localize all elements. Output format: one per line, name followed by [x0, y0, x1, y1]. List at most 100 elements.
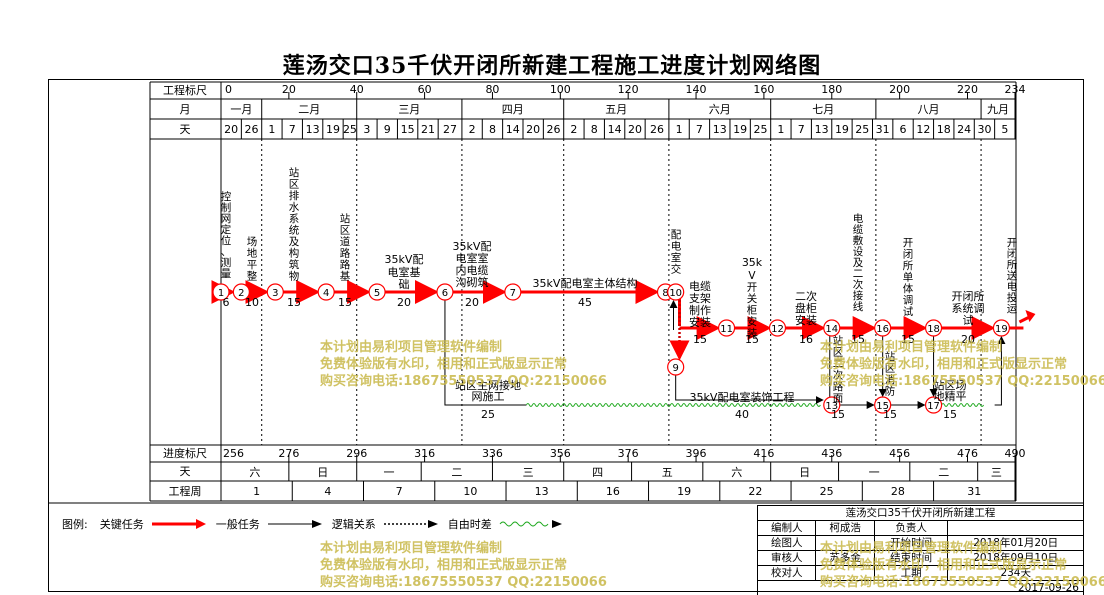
node-circle	[768, 319, 787, 337]
node-circle	[667, 283, 685, 301]
month-label: 八月	[917, 103, 939, 116]
month-label: 九月	[987, 103, 1009, 116]
task-label: 场地平整	[247, 235, 258, 283]
day-label: 14	[506, 123, 520, 136]
legend-logic-arrow	[383, 520, 438, 528]
weekday-label: 三	[991, 466, 1002, 479]
task-duration: 20	[465, 296, 479, 309]
progress-tick-label: 376	[618, 447, 639, 460]
day-label: 25	[754, 123, 768, 136]
task-label: 电缆	[689, 280, 711, 293]
weekday-label: 日	[317, 466, 328, 479]
info-cell: 编制人	[756, 520, 817, 536]
scale-tick-label: 160	[753, 83, 774, 96]
day-label: 1	[777, 123, 784, 136]
task-duration: 20	[961, 333, 975, 346]
scale-tick-label: 140	[686, 83, 707, 96]
scale-tick-label: 0	[225, 83, 232, 96]
task-duration: 16	[799, 333, 813, 346]
task-duration: 15	[883, 408, 897, 421]
task-label: 35kV配	[453, 240, 492, 253]
info-box: 莲汤交口35千伏开闭所新建工程 编制人 柯成浩 负责人 绘图人 开始时间 201…	[756, 505, 1084, 595]
task-label: 电室室	[456, 251, 489, 265]
node-label: 8	[662, 288, 668, 299]
node-label: 1	[218, 288, 224, 299]
day-label: 1	[676, 123, 683, 136]
task-duration: 20	[397, 296, 411, 309]
legend-normal-label: 一般任务	[215, 518, 260, 531]
day-label: 26	[650, 123, 664, 136]
row-label-week: 工程周	[169, 485, 202, 498]
day-label: 9	[384, 123, 391, 136]
day-label: 7	[798, 123, 805, 136]
row-label-progress: 进度标尺	[163, 446, 207, 460]
weekday-label: 二	[451, 466, 462, 479]
month-label: 一月	[230, 103, 252, 116]
task-label: 站区排水系统及构筑物	[289, 166, 300, 283]
day-label: 31	[876, 123, 890, 136]
node-label: 5	[374, 288, 380, 299]
task-duration: 15	[851, 333, 865, 346]
task-label: 配电室交	[671, 229, 682, 276]
progress-tick-label: 416	[753, 447, 774, 460]
node-circle	[874, 319, 892, 337]
watermark: 本计划由易利项目管理软件编制免费体验版有水印，相用和正式版显示正常购买咨询电话:…	[320, 340, 607, 389]
chart-frame	[48, 79, 1084, 592]
task-label: 础	[399, 278, 410, 291]
page-title: 莲汤交口35千伏开闭所新建工程施工进度计划网络图	[282, 53, 822, 79]
scale-tick-label: 120	[618, 83, 639, 96]
weekday-label: 六	[249, 466, 260, 479]
info-cell: 234天	[947, 565, 1084, 581]
week-label: 7	[396, 485, 403, 498]
day-label: 26	[547, 123, 561, 136]
task-duration: 15	[943, 408, 957, 421]
task-label: 系统调	[952, 302, 985, 315]
task-label: 35kV配电室装饰工程	[690, 390, 795, 404]
month-label: 二月	[298, 103, 320, 116]
progress-tick-label: 490	[1005, 447, 1026, 460]
scale-tick-label: 20	[282, 83, 296, 96]
task-duration: 40	[735, 408, 749, 421]
weekday-label: 五	[662, 466, 673, 479]
info-cell: 绘图人	[756, 535, 817, 551]
task-label: 开闭所送电投运	[1007, 237, 1018, 315]
node-circle	[436, 283, 454, 301]
month-label: 六月	[709, 103, 731, 116]
node-circle	[924, 319, 943, 337]
progress-tick-label: 316	[414, 447, 435, 460]
info-cell: 柯成浩	[815, 520, 875, 536]
node-label: 3	[272, 288, 278, 299]
day-label: 7	[696, 123, 703, 136]
week-label: 28	[891, 485, 905, 498]
node-label: 6	[442, 288, 448, 299]
weekday-label: 一	[383, 466, 394, 479]
progress-tick-label: 256	[223, 447, 244, 460]
task-label: 内电缆	[456, 263, 489, 277]
day-label: 25	[343, 123, 357, 136]
info-date: 2017-09-26	[757, 580, 1084, 595]
legend-label: 图例:	[62, 518, 88, 531]
month-label: 四月	[502, 103, 524, 116]
day-label: 20	[526, 123, 540, 136]
day-label: 13	[815, 123, 829, 136]
day-label: 26	[245, 123, 259, 136]
day-label: 2	[570, 123, 577, 136]
task-label: 站区场	[934, 378, 967, 392]
task-label: 支架	[689, 292, 711, 305]
node-circle	[874, 396, 892, 414]
scale-tick-label: 180	[821, 83, 842, 96]
legend-logic-label: 逻辑关系	[331, 518, 376, 531]
watermark: 本计划由易利项目管理软件编制免费体验版有水印，相用和正式版显示正常购买咨询电话:…	[820, 541, 1104, 590]
node-label: 10	[669, 288, 682, 299]
scale-tick-label: 200	[889, 83, 910, 96]
watermark: 本计划由易利项目管理软件编制免费体验版有水印，相用和正式版显示正常购买咨询电话:…	[820, 340, 1104, 389]
day-label: 15	[401, 123, 415, 136]
task-label: 二次	[795, 289, 817, 303]
node-circle	[717, 319, 736, 337]
scale-tick-label: 220	[957, 83, 978, 96]
task-duration: 10	[245, 296, 259, 309]
week-label: 16	[606, 485, 620, 498]
day-label: 8	[591, 123, 598, 136]
row-label-scale: 工程标尺	[163, 83, 207, 97]
node-circle	[212, 283, 230, 301]
